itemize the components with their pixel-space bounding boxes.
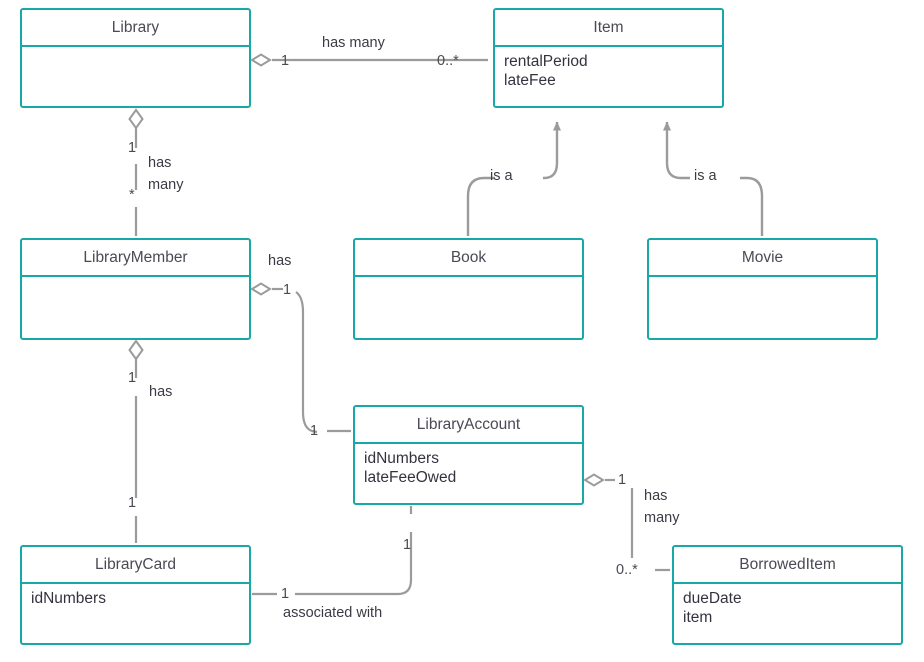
edge-label-account-borrowed-name-line1: has bbox=[644, 488, 668, 504]
edge-mult-library-member-source: 1 bbox=[128, 140, 137, 156]
class-box-library[interactable]: Library bbox=[20, 8, 251, 108]
class-title-book: Book bbox=[355, 240, 582, 277]
attribute-late-fee-owed: lateFeeOwed bbox=[364, 468, 457, 486]
class-title-librarycard: LibraryCard bbox=[22, 547, 249, 584]
edge-mult-account-borrowed-target: 0..* bbox=[616, 562, 638, 578]
class-attributes-borroweditem: dueDate item bbox=[674, 584, 901, 643]
attribute-due-date: dueDate bbox=[683, 590, 742, 607]
edge-label-card-account-name: associated with bbox=[283, 605, 383, 621]
class-box-movie[interactable]: Movie bbox=[647, 238, 878, 340]
class-attributes-library bbox=[22, 47, 249, 106]
class-attributes-librarymember bbox=[22, 277, 249, 338]
class-box-librarymember[interactable]: LibraryMember bbox=[20, 238, 251, 340]
edge-label-library-member-name-line1: has bbox=[148, 155, 172, 171]
class-attributes-libraryaccount: idNumbers lateFeeOwed bbox=[355, 444, 582, 503]
aggregation-diamond-member-account bbox=[250, 282, 272, 296]
attribute-card-id-numbers: idNumbers bbox=[31, 590, 106, 607]
edge-mult-account-borrowed-source: 1 bbox=[618, 472, 627, 488]
attribute-rental-period: rentalPeriod bbox=[504, 53, 588, 70]
edge-mult-library-item-source: 1 bbox=[281, 53, 290, 69]
edge-mult-member-account-source: 1 bbox=[283, 282, 292, 298]
aggregation-diamond-library-member bbox=[128, 108, 144, 130]
edge-label-member-card-name: has bbox=[149, 384, 173, 400]
edge-mult-member-card-source: 1 bbox=[128, 370, 137, 386]
class-title-item: Item bbox=[495, 10, 722, 47]
edge-label-book-isa: is a bbox=[490, 168, 513, 184]
class-title-movie: Movie bbox=[649, 240, 876, 277]
edge-mult-member-card-target: 1 bbox=[128, 495, 137, 511]
edge-mult-member-account-target: 1 bbox=[310, 423, 319, 439]
class-box-borroweditem[interactable]: BorrowedItem dueDate item bbox=[672, 545, 903, 645]
edge-mult-card-account-target: 1 bbox=[403, 537, 412, 553]
aggregation-diamond-library-item bbox=[250, 53, 272, 67]
edge-label-account-borrowed-name-line2: many bbox=[644, 510, 680, 526]
edge-label-member-account-name: has bbox=[268, 253, 292, 269]
edge-librarymember-libraryaccount bbox=[250, 282, 351, 434]
aggregation-diamond-member-card bbox=[128, 339, 144, 361]
attribute-id-numbers: idNumbers bbox=[364, 450, 439, 467]
class-title-libraryaccount: LibraryAccount bbox=[355, 407, 582, 444]
class-attributes-movie bbox=[649, 277, 876, 338]
edge-library-librarymember bbox=[128, 108, 144, 236]
attribute-late-fee: lateFee bbox=[504, 71, 556, 89]
class-title-librarymember: LibraryMember bbox=[22, 240, 249, 277]
class-attributes-item: rentalPeriod lateFee bbox=[495, 47, 722, 106]
class-title-borroweditem: BorrowedItem bbox=[674, 547, 901, 584]
attribute-item: item bbox=[683, 608, 713, 626]
class-box-librarycard[interactable]: LibraryCard idNumbers bbox=[20, 545, 251, 645]
edge-mult-library-member-target: * bbox=[129, 187, 135, 203]
edge-label-library-member-name-line2: many bbox=[148, 177, 184, 193]
aggregation-diamond-account-borrowed bbox=[583, 473, 605, 487]
edge-mult-library-item-target: 0..* bbox=[437, 53, 459, 69]
class-box-item[interactable]: Item rentalPeriod lateFee bbox=[493, 8, 724, 108]
class-title-library: Library bbox=[22, 10, 249, 47]
edge-librycard-libraryaccount bbox=[252, 506, 413, 596]
edge-label-library-item-name: has many bbox=[322, 35, 385, 51]
edge-label-movie-isa: is a bbox=[694, 168, 717, 184]
class-box-libraryaccount[interactable]: LibraryAccount idNumbers lateFeeOwed bbox=[353, 405, 584, 505]
class-box-book[interactable]: Book bbox=[353, 238, 584, 340]
edge-mult-card-account-source: 1 bbox=[281, 586, 290, 602]
class-attributes-librarycard: idNumbers bbox=[22, 584, 249, 643]
class-attributes-book bbox=[355, 277, 582, 338]
